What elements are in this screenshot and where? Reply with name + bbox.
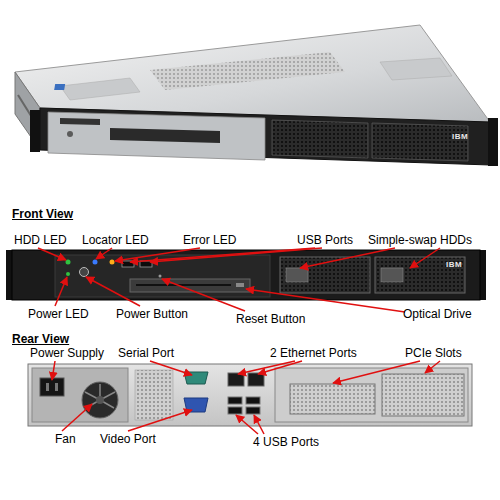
callout-label: Serial Port xyxy=(118,346,174,360)
front-panel xyxy=(6,250,486,300)
callout-label: Video Port xyxy=(100,432,156,446)
server-photo xyxy=(15,25,498,166)
callout-label: Power Supply xyxy=(30,346,104,360)
callout-label: Error LED xyxy=(183,233,236,247)
section-heading: Rear View xyxy=(12,332,69,346)
rear-panel xyxy=(28,364,472,426)
section-heading: Front View xyxy=(12,207,73,221)
callout-label: Reset Button xyxy=(236,312,305,326)
brand-logo: IBM xyxy=(452,132,468,141)
callout-label: Locator LED xyxy=(82,233,149,247)
callout-label: Power LED xyxy=(28,307,89,321)
callout-label: USB Ports xyxy=(297,233,353,247)
callout-label: 4 USB Ports xyxy=(253,435,319,449)
callout-label: Optical Drive xyxy=(403,307,472,321)
callout-label: PCIe Slots xyxy=(405,346,462,360)
leader-arrows xyxy=(38,248,440,434)
callout-label: HDD LED xyxy=(14,233,67,247)
brand-logo: IBM xyxy=(446,260,462,269)
callout-label: 2 Ethernet Ports xyxy=(270,346,357,360)
callout-label: Power Button xyxy=(116,307,188,321)
callout-label: Simple-swap HDDs xyxy=(368,233,472,247)
callout-label: Fan xyxy=(55,432,76,446)
